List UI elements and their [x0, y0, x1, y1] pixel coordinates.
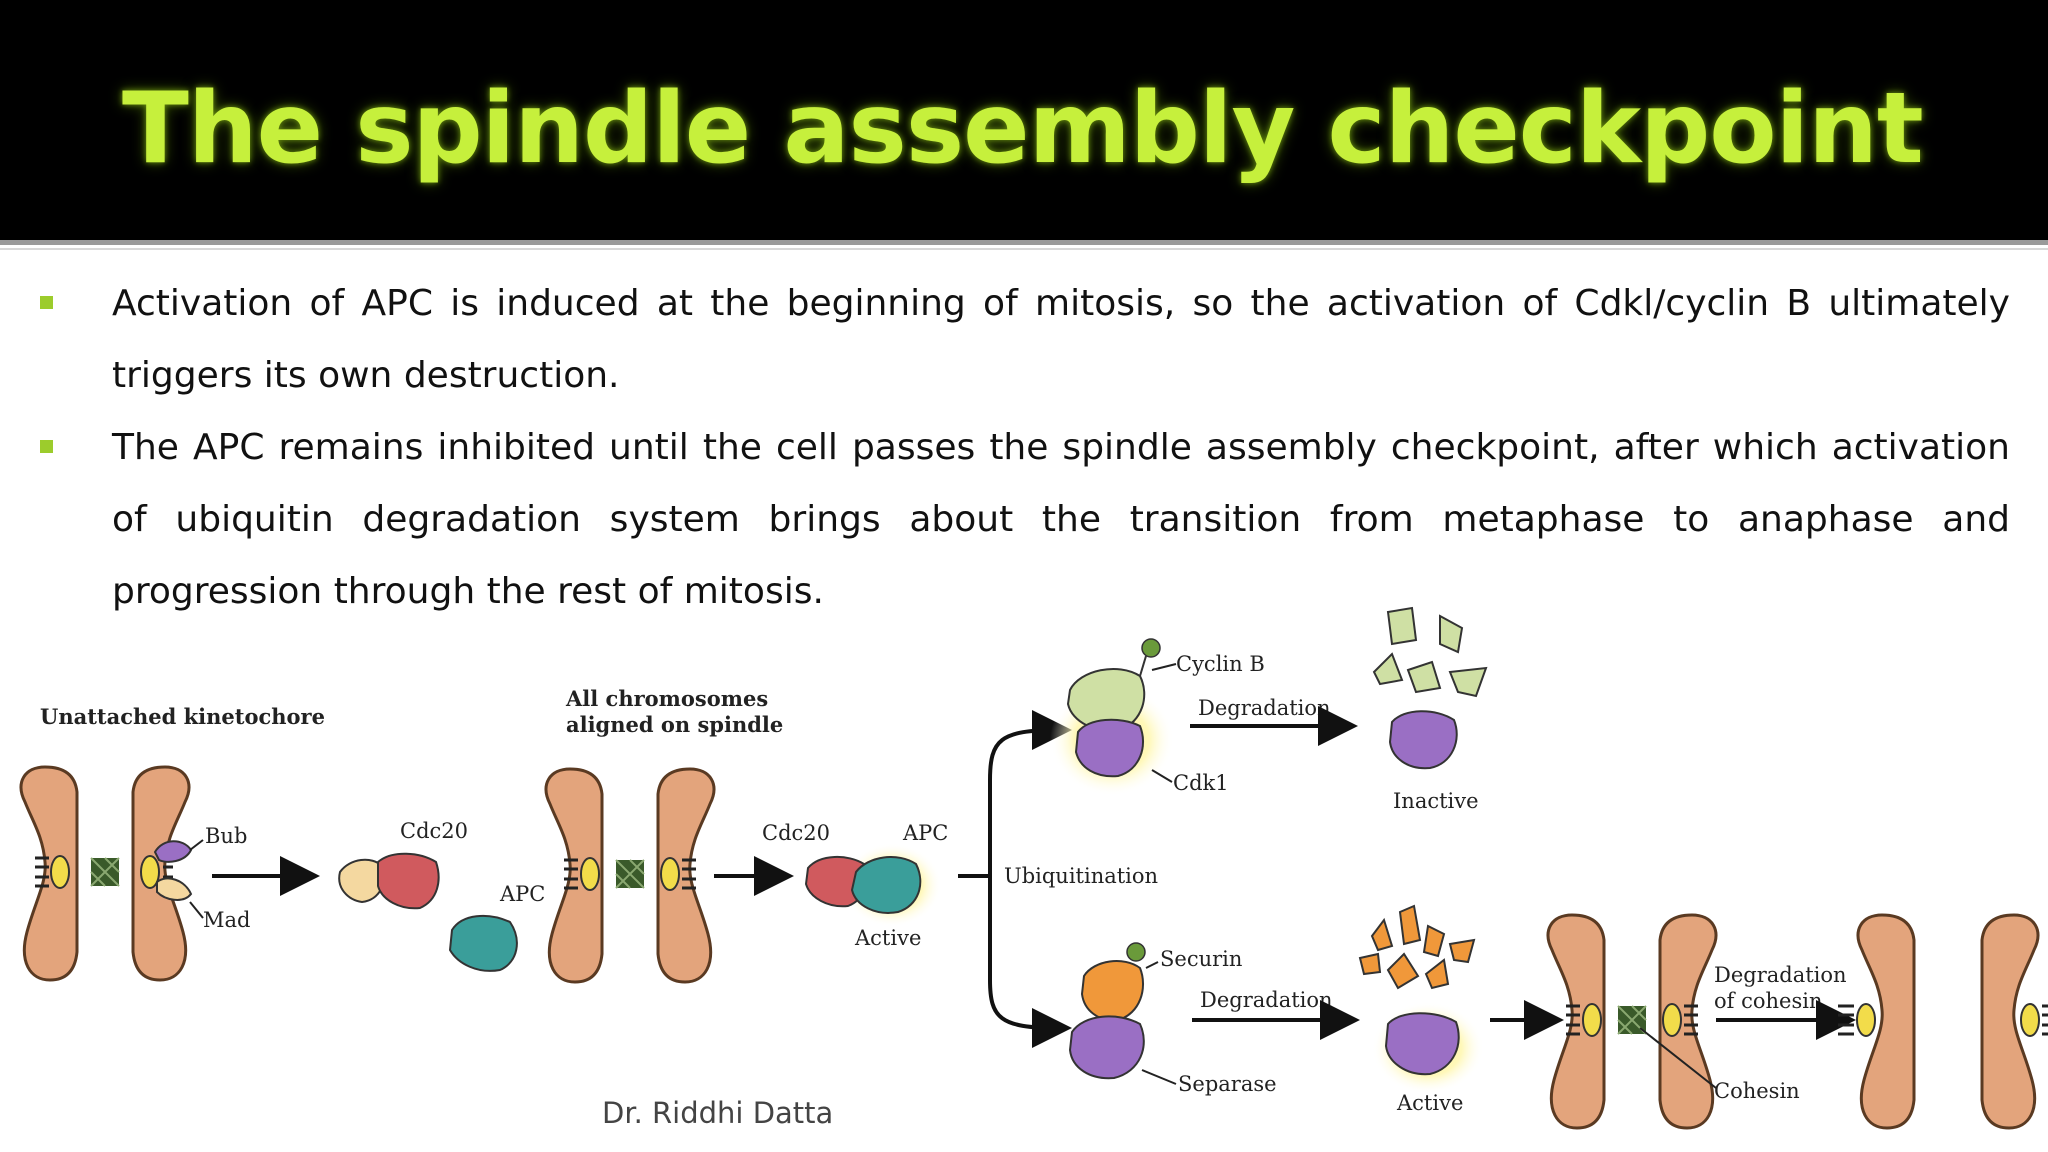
separated-chromatids: [1838, 913, 2048, 1130]
securin-fragments: [1358, 904, 1476, 990]
bullet-text: Activation of APC is induced at the begi…: [112, 283, 2010, 396]
label-inactive: Inactive: [1393, 789, 1479, 813]
label-cdk1: Cdk1: [1173, 771, 1229, 795]
label-cyclin-b: Cyclin B: [1176, 652, 1265, 676]
checkpoint-diagram: Unattached kinetochore Bub Mad Cdc20 APC…: [19, 606, 2048, 1130]
label-degradation-of-cohesin-1: Degradation: [1714, 963, 1847, 987]
securin-shape: [1080, 960, 1144, 1022]
label-apc-free: APC: [499, 882, 545, 906]
label-active-apc: Active: [854, 926, 921, 950]
label-all-chromosomes: All chromosomes: [565, 686, 768, 711]
title-bar: The spindle assembly checkpoint: [0, 0, 2048, 240]
title-divider: [0, 240, 2048, 245]
slide-title: The spindle assembly checkpoint: [122, 72, 1924, 186]
label-securin: Securin: [1160, 947, 1242, 971]
label-cdc20-bound: Cdc20: [762, 821, 830, 845]
title-divider-light: [0, 248, 2048, 250]
bullet-item: Activation of APC is induced at the begi…: [40, 268, 2010, 412]
separase-shape: [1068, 1015, 1145, 1080]
unattached-chromosome: [19, 765, 193, 982]
apc-protein-shape: [448, 914, 518, 972]
cyclin-fragments: [1372, 606, 1488, 698]
bullet-square-icon: [40, 296, 53, 309]
apc-bound-shape: [850, 856, 922, 914]
cyclin-b-shape: [1066, 668, 1146, 732]
cohesin-chromosome: [1546, 913, 1718, 1130]
label-ubiquitination: Ubiquitination: [1004, 864, 1158, 888]
label-separase: Separase: [1178, 1072, 1277, 1096]
branch-bracket: [988, 728, 1059, 1030]
label-aligned-on-spindle: aligned on spindle: [566, 712, 783, 737]
label-apc-bound: APC: [902, 821, 948, 845]
bullet-square-icon: [40, 440, 53, 453]
label-mad: Mad: [203, 908, 250, 932]
active-separase-shape: [1384, 1012, 1460, 1076]
cdc20-protein-shape: [377, 852, 440, 910]
label-bub: Bub: [205, 824, 247, 848]
label-cohesin: Cohesin: [1714, 1079, 1800, 1103]
label-degradation-of-cohesin-2: of cohesin: [1714, 989, 1822, 1013]
label-degradation-top: Degradation: [1198, 696, 1331, 720]
bullet-list: Activation of APC is induced at the begi…: [40, 268, 2010, 628]
bullet-item: The APC remains inhibited until the cell…: [40, 412, 2010, 628]
cdk1-shape: [1074, 718, 1144, 778]
label-degradation-bottom: Degradation: [1200, 988, 1333, 1012]
label-cdc20-free: Cdc20: [400, 819, 468, 843]
aligned-chromosome: [544, 767, 716, 984]
label-unattached-kinetochore: Unattached kinetochore: [40, 704, 325, 729]
label-active-separase: Active: [1396, 1091, 1463, 1115]
inactive-cdk1-shape: [1388, 710, 1458, 770]
footer-author: Dr. Riddhi Datta: [602, 1096, 834, 1130]
bullet-text: The APC remains inhibited until the cell…: [112, 427, 2010, 612]
